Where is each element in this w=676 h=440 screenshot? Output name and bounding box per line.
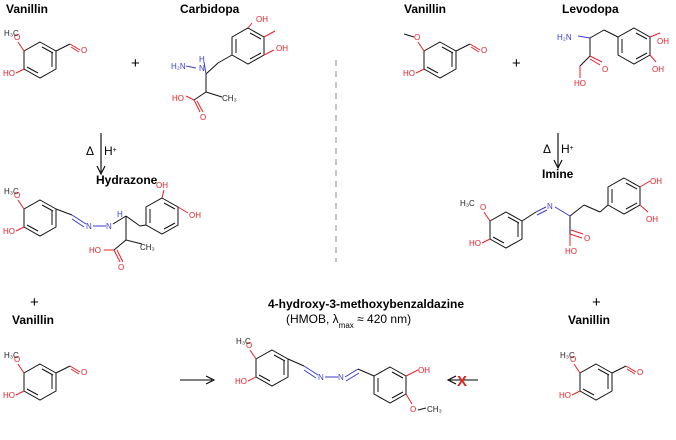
molecule-hmob: O H₃C HO N N OH O CH₃ xyxy=(235,337,442,414)
atom-o: O xyxy=(570,355,576,364)
molecule-hydrazone: O H₃C HO N N H OH OH CH₃ HO O xyxy=(3,181,201,272)
atom-h3c: H₃C xyxy=(4,351,19,360)
atom-ho: HO xyxy=(235,377,247,386)
atom-oh-1: OH xyxy=(650,177,662,186)
atom-oh-r: OH xyxy=(418,366,430,375)
atom-oh-1: OH xyxy=(256,15,268,24)
plus-top-right: + xyxy=(512,55,521,72)
atom-o-carbonyl: O xyxy=(584,234,590,243)
condition-heat-right: Δ xyxy=(543,142,551,156)
label-product-name: 4-hydroxy-3-methoxybenzaldazine xyxy=(268,297,464,311)
molecule-vanillin-top-right: O HO O xyxy=(403,33,487,79)
atom-h2n: H₂N xyxy=(171,62,186,71)
atom-o: O xyxy=(14,191,20,200)
condition-acid-right: H+ xyxy=(561,142,574,156)
atom-n-1: N xyxy=(199,64,205,73)
atom-n-1: N xyxy=(86,222,92,231)
atom-o: O xyxy=(14,355,20,364)
atom-ho: HO xyxy=(469,239,481,248)
molecule-vanillin-top-left: O H₃C HO O xyxy=(3,29,87,79)
arrow-blocked-from-imine: X xyxy=(446,373,478,390)
atom-n-2: N xyxy=(338,373,344,382)
label-carbidopa: Carbidopa xyxy=(180,2,240,16)
plus-mid-left: + xyxy=(30,294,39,311)
label-vanillin-mid-right: Vanillin xyxy=(568,313,610,327)
atom-n-2: N xyxy=(106,222,112,231)
atom-o: O xyxy=(480,203,486,212)
atom-oh-2: OH xyxy=(189,211,201,220)
atom-aldehyde-o: O xyxy=(81,46,87,55)
plus-mid-right: + xyxy=(592,294,601,311)
atom-ch3-r: CH₃ xyxy=(427,405,442,414)
atom-ho: HO xyxy=(403,69,415,78)
condition-heat-left: Δ xyxy=(86,144,94,158)
label-levodopa: Levodopa xyxy=(562,2,619,16)
atom-h3c: H₃C xyxy=(4,29,19,38)
atom-h2n: H₂N xyxy=(557,33,572,42)
atom-ho: HO xyxy=(3,391,15,400)
arrow-down-left: Δ H+ xyxy=(86,133,117,176)
atom-aldehyde-o: O xyxy=(81,368,87,377)
atom-n-1: N xyxy=(547,202,553,211)
label-product-sub: (HMOB, λmax ≈ 420 nm) xyxy=(286,312,411,330)
atom-oh-3: HO xyxy=(172,94,184,103)
atom-ho: HO xyxy=(559,391,571,400)
plus-top-left: + xyxy=(131,55,140,72)
atom-h3c: H₃C xyxy=(560,351,575,360)
label-vanillin-top-left: Vanillin xyxy=(6,2,48,16)
atom-ho: HO xyxy=(3,69,15,78)
molecule-vanillin-mid-left: O H₃C HO O xyxy=(3,351,87,401)
atom-h3c: H₃C xyxy=(236,337,251,346)
atom-o: O xyxy=(414,33,420,42)
atom-h-nh: H xyxy=(199,55,205,64)
molecule-carbidopa: OH OH H N H₂N CH₃ HO O xyxy=(171,15,288,122)
atom-oh-1: OH xyxy=(156,181,168,190)
atom-o: O xyxy=(246,341,252,350)
atom-aldehyde-o: O xyxy=(637,368,643,377)
label-vanillin-top-right: Vanillin xyxy=(404,2,446,16)
condition-acid-left: H+ xyxy=(104,144,117,158)
molecule-levodopa: OH OH H₂N HO O xyxy=(557,27,669,88)
atom-aldehyde-o: O xyxy=(481,46,487,55)
atom-oh-2: OH xyxy=(276,44,288,53)
atom-o-carbonyl: O xyxy=(200,113,206,122)
atom-oh-3: HO xyxy=(574,79,586,88)
label-imine: Imine xyxy=(542,167,574,181)
atom-o-carbonyl: O xyxy=(602,65,608,74)
atom-o-carbonyl: O xyxy=(118,263,124,272)
atom-ch3: CH₃ xyxy=(222,94,237,103)
molecule-vanillin-mid-right: O H₃C HO O xyxy=(559,351,643,401)
atom-h3c: H₃C xyxy=(4,187,19,196)
atom-o: O xyxy=(14,33,20,42)
label-hydrazone: Hydrazone xyxy=(96,173,158,187)
atom-o-2: O xyxy=(410,405,416,414)
molecule-imine: O H₃C HO N OH OH HO O xyxy=(460,177,662,256)
atom-ho: HO xyxy=(3,227,15,236)
arrow-down-right: Δ H+ xyxy=(543,133,574,170)
atom-oh-2: OH xyxy=(646,215,658,224)
atom-h3c: H₃C xyxy=(460,199,475,208)
label-vanillin-mid-left: Vanillin xyxy=(12,313,54,327)
atom-ch3: CH₃ xyxy=(140,243,155,252)
atom-oh-1: OH xyxy=(657,37,669,46)
atom-n-1: N xyxy=(318,373,324,382)
arrow-right-to-product xyxy=(180,375,216,385)
blocked-cross: X xyxy=(457,373,467,390)
atom-oh-3: HO xyxy=(565,247,577,256)
atom-oh-3: HO xyxy=(89,246,101,255)
atom-oh-2: OH xyxy=(652,65,664,74)
atom-h-nh: H xyxy=(117,210,123,219)
